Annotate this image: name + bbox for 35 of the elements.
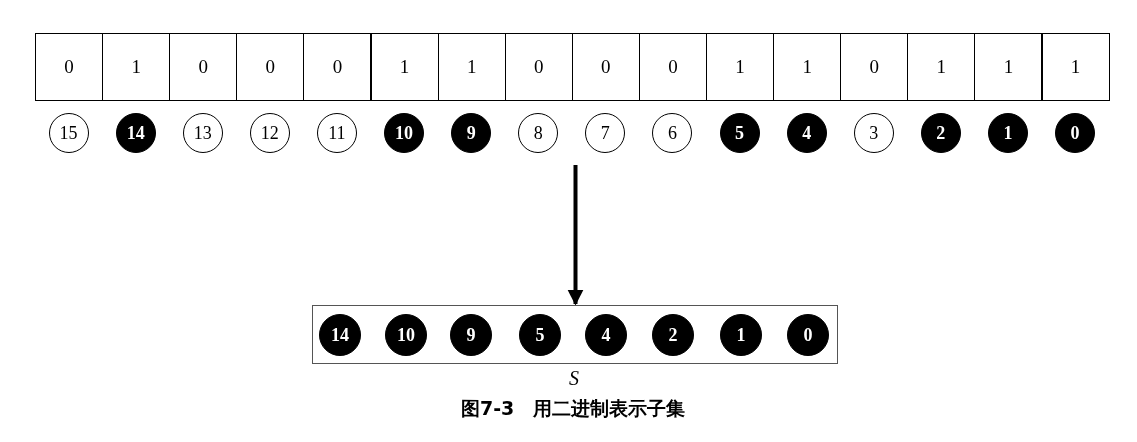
bit-cell: 1 bbox=[706, 33, 775, 101]
element-circle: 0 bbox=[787, 314, 829, 356]
bit-cell: 1 bbox=[370, 33, 439, 101]
bit-cell: 1 bbox=[974, 33, 1043, 101]
bit-cell: 0 bbox=[571, 33, 640, 101]
bit-cell: 0 bbox=[303, 33, 372, 101]
element-circle: 5 bbox=[519, 314, 561, 356]
element-circle: 1 bbox=[720, 314, 762, 356]
element-circle: 9 bbox=[451, 113, 492, 153]
bit-cell: 0 bbox=[236, 33, 305, 101]
element-circle: 0 bbox=[1055, 113, 1096, 153]
element-circle: 10 bbox=[384, 113, 425, 153]
element-circle: 14 bbox=[115, 113, 156, 153]
element-circle: 9 bbox=[450, 314, 492, 356]
bit-cell: 1 bbox=[102, 33, 171, 101]
element-circle: 4 bbox=[786, 113, 827, 153]
bit-cell: 0 bbox=[35, 33, 104, 101]
element-circle: 2 bbox=[652, 314, 694, 356]
element-circle: 14 bbox=[319, 314, 361, 356]
arrow bbox=[567, 165, 584, 306]
element-circle: 5 bbox=[719, 113, 760, 153]
figure-caption: 图7-3 用二进制表示子集 bbox=[461, 396, 686, 421]
set-label: S bbox=[569, 367, 579, 390]
element-circle: 4 bbox=[585, 314, 627, 356]
bit-cell: 1 bbox=[1041, 33, 1110, 101]
bit-cell: 0 bbox=[169, 33, 238, 101]
bit-cell: 0 bbox=[840, 33, 909, 101]
element-circle: 1 bbox=[987, 113, 1028, 153]
bit-cell: 0 bbox=[504, 33, 573, 101]
element-circle: 10 bbox=[385, 314, 427, 356]
element-circle: 2 bbox=[920, 113, 961, 153]
bit-cell: 1 bbox=[907, 33, 976, 101]
bit-cell: 0 bbox=[638, 33, 707, 101]
bit-cell: 1 bbox=[437, 33, 506, 101]
bit-cell: 1 bbox=[773, 33, 842, 101]
